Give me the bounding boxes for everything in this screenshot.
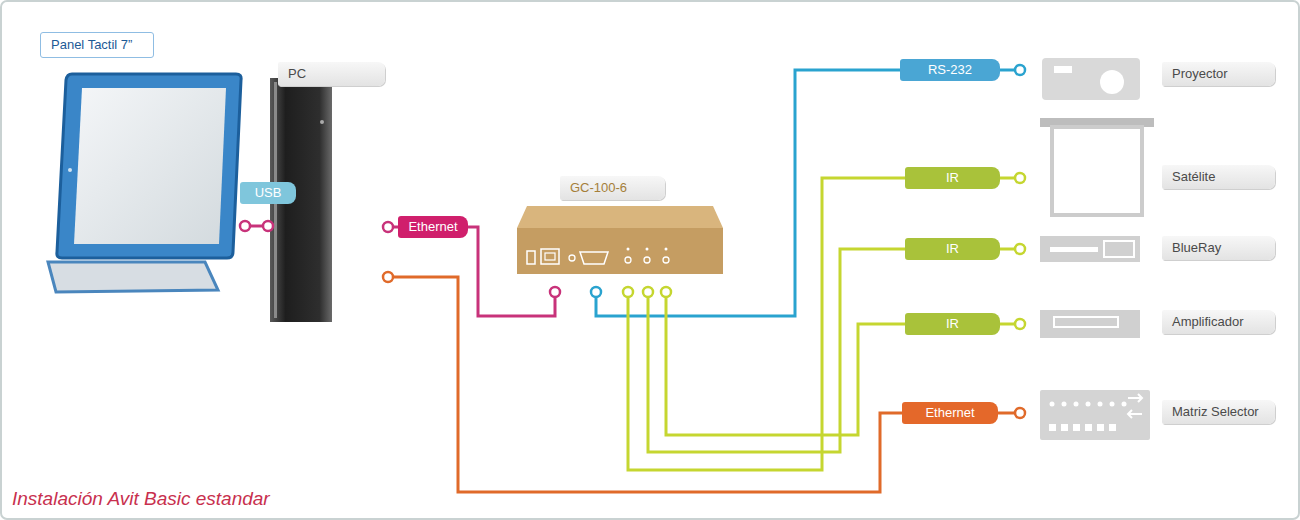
gc-port	[644, 257, 650, 263]
cable-line	[648, 249, 1020, 452]
device-label: PC	[278, 62, 385, 86]
device-label: Satélite	[1162, 165, 1275, 189]
matrix-illustration	[1040, 390, 1150, 440]
port-dot	[383, 222, 393, 232]
port-dot	[623, 287, 633, 297]
gc-serial-port	[580, 252, 608, 264]
device-label: Panel Tactil 7”	[40, 32, 154, 58]
port-dot	[1015, 319, 1025, 329]
cable-label: RS-232	[900, 59, 1000, 81]
matrix-arrows	[1128, 394, 1142, 418]
device-node: Satélite	[1020, 114, 1278, 222]
device-label: Proyector	[1162, 62, 1275, 86]
cable-label: USB	[240, 182, 296, 204]
cable-connector	[240, 221, 273, 231]
amplifier-illustration	[1040, 310, 1140, 338]
port-dot	[383, 272, 393, 282]
gc-led	[646, 248, 649, 251]
device-label: BlueRay	[1162, 236, 1275, 260]
device-label: Matriz Selector	[1162, 400, 1275, 424]
bluray-body	[1040, 236, 1140, 262]
cable-line	[388, 277, 1020, 492]
device-node: BlueRay	[1020, 232, 1278, 266]
port-dot	[550, 287, 560, 297]
amplifier-body	[1040, 310, 1140, 338]
tablet-stand	[48, 262, 218, 292]
cable-line	[666, 292, 1020, 435]
gc-front	[517, 228, 723, 274]
device-node: GC-100-6	[515, 176, 725, 292]
cable-connector	[383, 272, 1025, 492]
cable-label: IR	[905, 238, 1000, 260]
device-node: Proyector	[1020, 52, 1278, 102]
cable-line	[628, 178, 1020, 470]
cable-label: Ethernet	[902, 402, 998, 424]
cable-label: IR	[905, 167, 1000, 189]
tablet-illustration	[48, 74, 241, 292]
gc-port	[663, 257, 669, 263]
matrix-leds	[1049, 402, 1127, 432]
amplifier-display	[1054, 317, 1118, 327]
projector-lens	[1100, 70, 1124, 94]
device-label: GC-100-6	[560, 176, 665, 200]
bluray-slot	[1050, 247, 1098, 252]
port-dot	[661, 287, 671, 297]
pc-led	[320, 120, 324, 124]
projector-illustration	[1042, 58, 1140, 100]
gc-led	[665, 248, 668, 251]
tablet-button	[68, 168, 72, 172]
matrix-body	[1040, 390, 1150, 440]
gc-led	[627, 248, 630, 251]
cable-connector	[643, 244, 1025, 452]
port-dot	[643, 287, 653, 297]
cable-label: Ethernet	[398, 216, 468, 238]
screen-canvas	[1052, 127, 1142, 215]
screen-illustration	[1040, 118, 1154, 215]
cable-connector	[661, 287, 1025, 435]
cable-connector	[623, 173, 1025, 470]
device-node: Amplificador	[1020, 306, 1278, 342]
projector-vent	[1054, 66, 1072, 73]
cable-line	[388, 227, 555, 316]
port-dot	[263, 221, 273, 231]
tablet-frame	[57, 74, 241, 258]
port-dot	[1015, 65, 1025, 75]
gc-port	[625, 257, 631, 263]
device-label: Amplificador	[1162, 310, 1275, 334]
gc-port	[541, 249, 559, 264]
tablet-screen	[74, 88, 226, 244]
bluray-display	[1104, 241, 1134, 257]
gc-illustration	[517, 206, 723, 274]
port-dot	[591, 287, 601, 297]
port-dot	[1015, 244, 1025, 254]
caption: Instalación Avit Basic estandar	[12, 488, 270, 510]
gc-port	[569, 255, 575, 261]
gc-port	[527, 251, 535, 264]
bluray-illustration	[1040, 236, 1140, 262]
gc-top	[517, 206, 723, 228]
gc-port	[545, 253, 555, 260]
port-dot	[1015, 408, 1025, 418]
projector-body	[1042, 58, 1140, 100]
port-dot	[240, 221, 250, 231]
device-node: Panel Tactil 7”	[40, 32, 245, 292]
cable-label: IR	[905, 313, 1000, 335]
device-node: Matriz Selector	[1020, 386, 1278, 442]
port-dot	[1015, 173, 1025, 183]
